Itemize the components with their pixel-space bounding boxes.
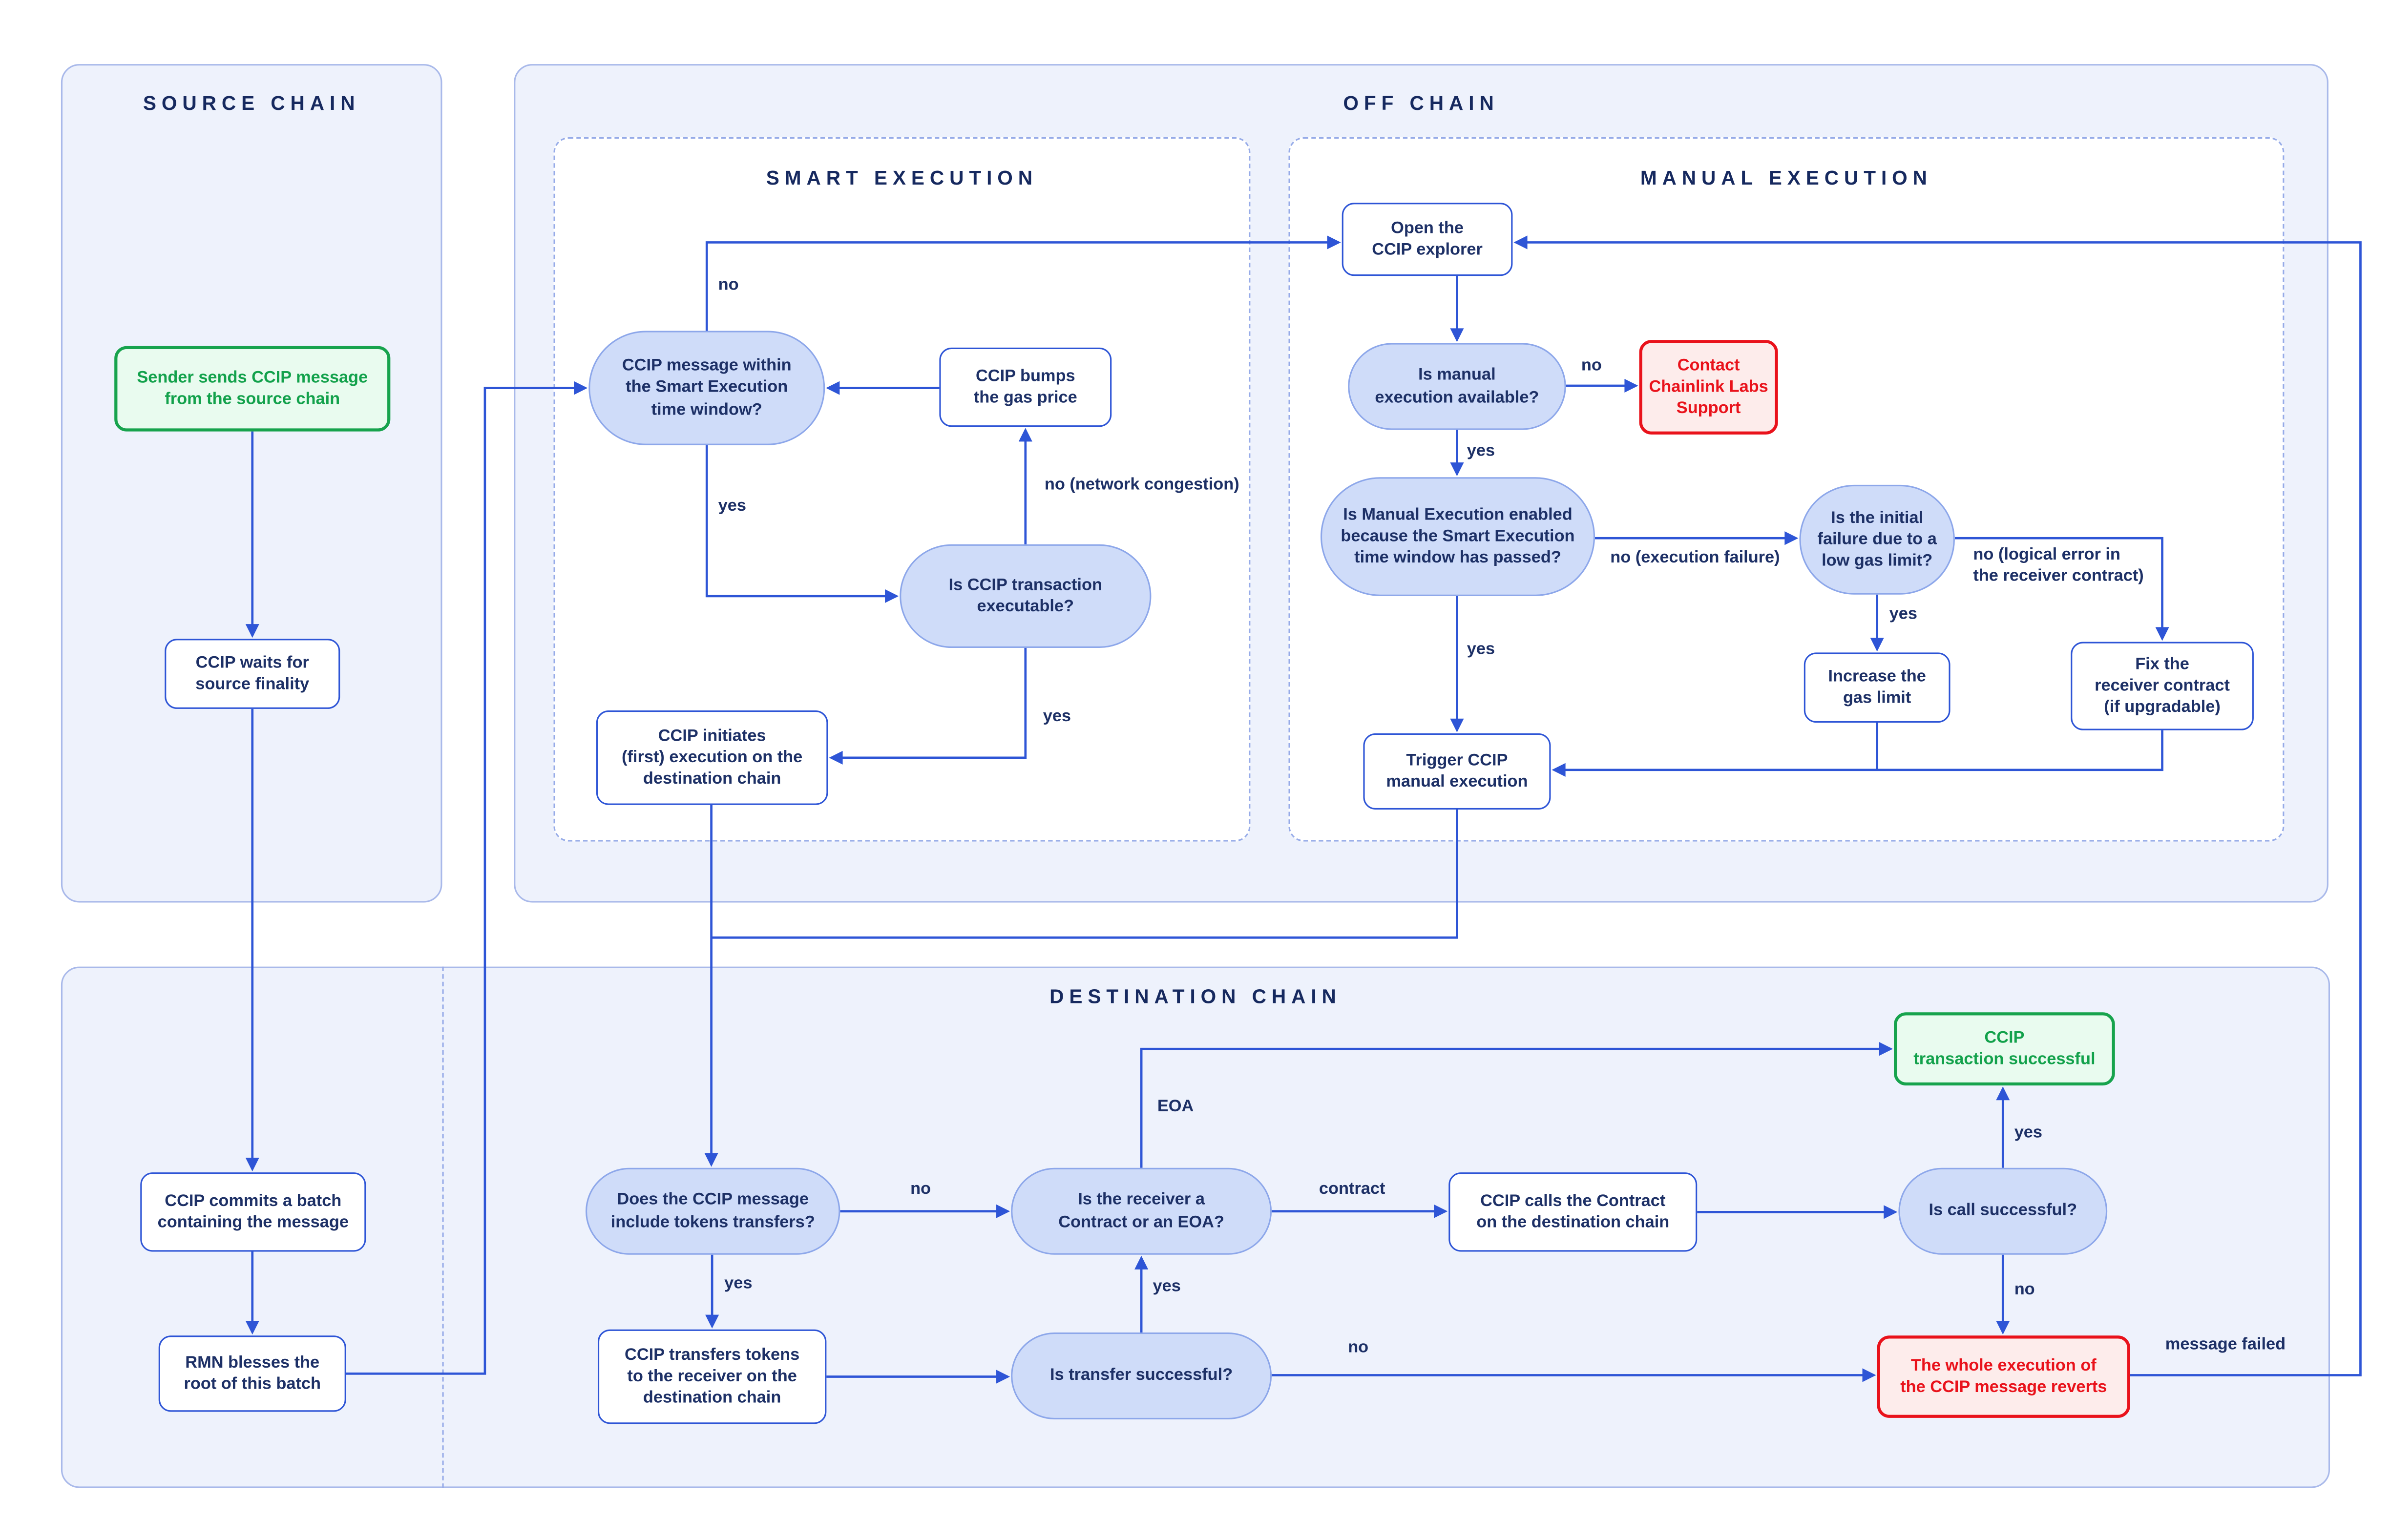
node-within-time-window: CCIP message within the Smart Execution … [588, 331, 825, 445]
node-receiver-contract-or-eoa: Is the receiver a Contract or an EOA? [1011, 1167, 1272, 1255]
edge-label-manual-yes: yes [1467, 442, 1495, 460]
edge-label-contract: contract [1319, 1180, 1385, 1199]
edge-label-eoa: EOA [1157, 1098, 1194, 1116]
edge-label-smart-no: no [718, 276, 739, 294]
node-fix-receiver-contract: Fix the receiver contract (if upgradable… [2071, 642, 2254, 730]
node-commits-batch: CCIP commits a batch containing the mess… [140, 1172, 366, 1252]
edge-label-network-congestion: no (network congestion) [1044, 476, 1239, 494]
node-is-manual-execution-enabled: Is Manual Execution enabled because the … [1320, 477, 1595, 596]
node-calls-contract-destination: CCIP calls the Contract on the destinati… [1448, 1172, 1698, 1252]
edge-label-call-yes: yes [2014, 1124, 2043, 1142]
node-sender-sends-message: Sender sends CCIP message from the sourc… [114, 346, 391, 432]
destination-chain-title: DESTINATION CHAIN [1049, 985, 1342, 1008]
node-is-transaction-executable: Is CCIP transaction executable? [900, 544, 1152, 648]
node-rmn-blesses-root: RMN blesses the root of this batch [158, 1335, 346, 1412]
node-includes-token-transfers: Does the CCIP message include tokens tra… [586, 1167, 840, 1255]
edge-label-transfer-yes: yes [1153, 1277, 1181, 1296]
edge-label-manual-no: no [1581, 356, 1602, 375]
edge-label-call-no: no [2014, 1280, 2035, 1299]
edge-label-logical-error: no (logical error in the receiver contra… [1973, 545, 2144, 585]
smart-execution-title: SMART EXECUTION [766, 166, 1038, 189]
node-open-ccip-explorer: Open the CCIP explorer [1342, 203, 1513, 276]
edge-label-lowgas-yes: yes [1889, 605, 1917, 624]
edge-label-tokens-no: no [910, 1180, 931, 1199]
edge-label-transfer-no: no [1348, 1338, 1369, 1357]
node-is-call-successful: Is call successful? [1898, 1167, 2108, 1255]
node-bumps-gas-price: CCIP bumps the gas price [939, 347, 1112, 427]
edge-label-message-failed: message failed [2165, 1335, 2286, 1354]
node-initial-failure-low-gas: Is the initial failure due to a low gas … [1799, 484, 1955, 595]
node-transaction-successful: CCIP transaction successful [1894, 1012, 2115, 1086]
node-trigger-manual-execution: Trigger CCIP manual execution [1363, 733, 1551, 810]
source-chain-title: SOURCE CHAIN [143, 91, 360, 115]
node-contact-chainlink-support: Contact Chainlink Labs Support [1639, 340, 1778, 435]
edge-label-execution-failure: no (execution failure) [1610, 549, 1780, 567]
node-is-manual-execution-available: Is manual execution available? [1348, 343, 1566, 430]
edge-label-smart-yes: yes [718, 497, 746, 516]
node-is-transfer-successful: Is transfer successful? [1011, 1332, 1272, 1419]
node-execution-reverts: The whole execution of the CCIP message … [1877, 1335, 2130, 1418]
node-waits-source-finality: CCIP waits for source finality [165, 639, 340, 709]
source-destination-dashed-divider [442, 966, 444, 1488]
edge-label-enabled-yes: yes [1467, 640, 1495, 659]
edge-label-executable-yes: yes [1043, 707, 1071, 726]
edge-label-tokens-yes: yes [724, 1274, 753, 1293]
off-chain-title: OFF CHAIN [1343, 91, 1499, 115]
node-increase-gas-limit: Increase the gas limit [1804, 652, 1951, 723]
node-transfers-tokens: CCIP transfers tokens to the receiver on… [597, 1329, 827, 1424]
node-initiates-first-execution: CCIP initiates (first) execution on the … [596, 710, 828, 805]
manual-execution-title: MANUAL EXECUTION [1640, 166, 1932, 189]
source-chain-panel [61, 64, 442, 903]
